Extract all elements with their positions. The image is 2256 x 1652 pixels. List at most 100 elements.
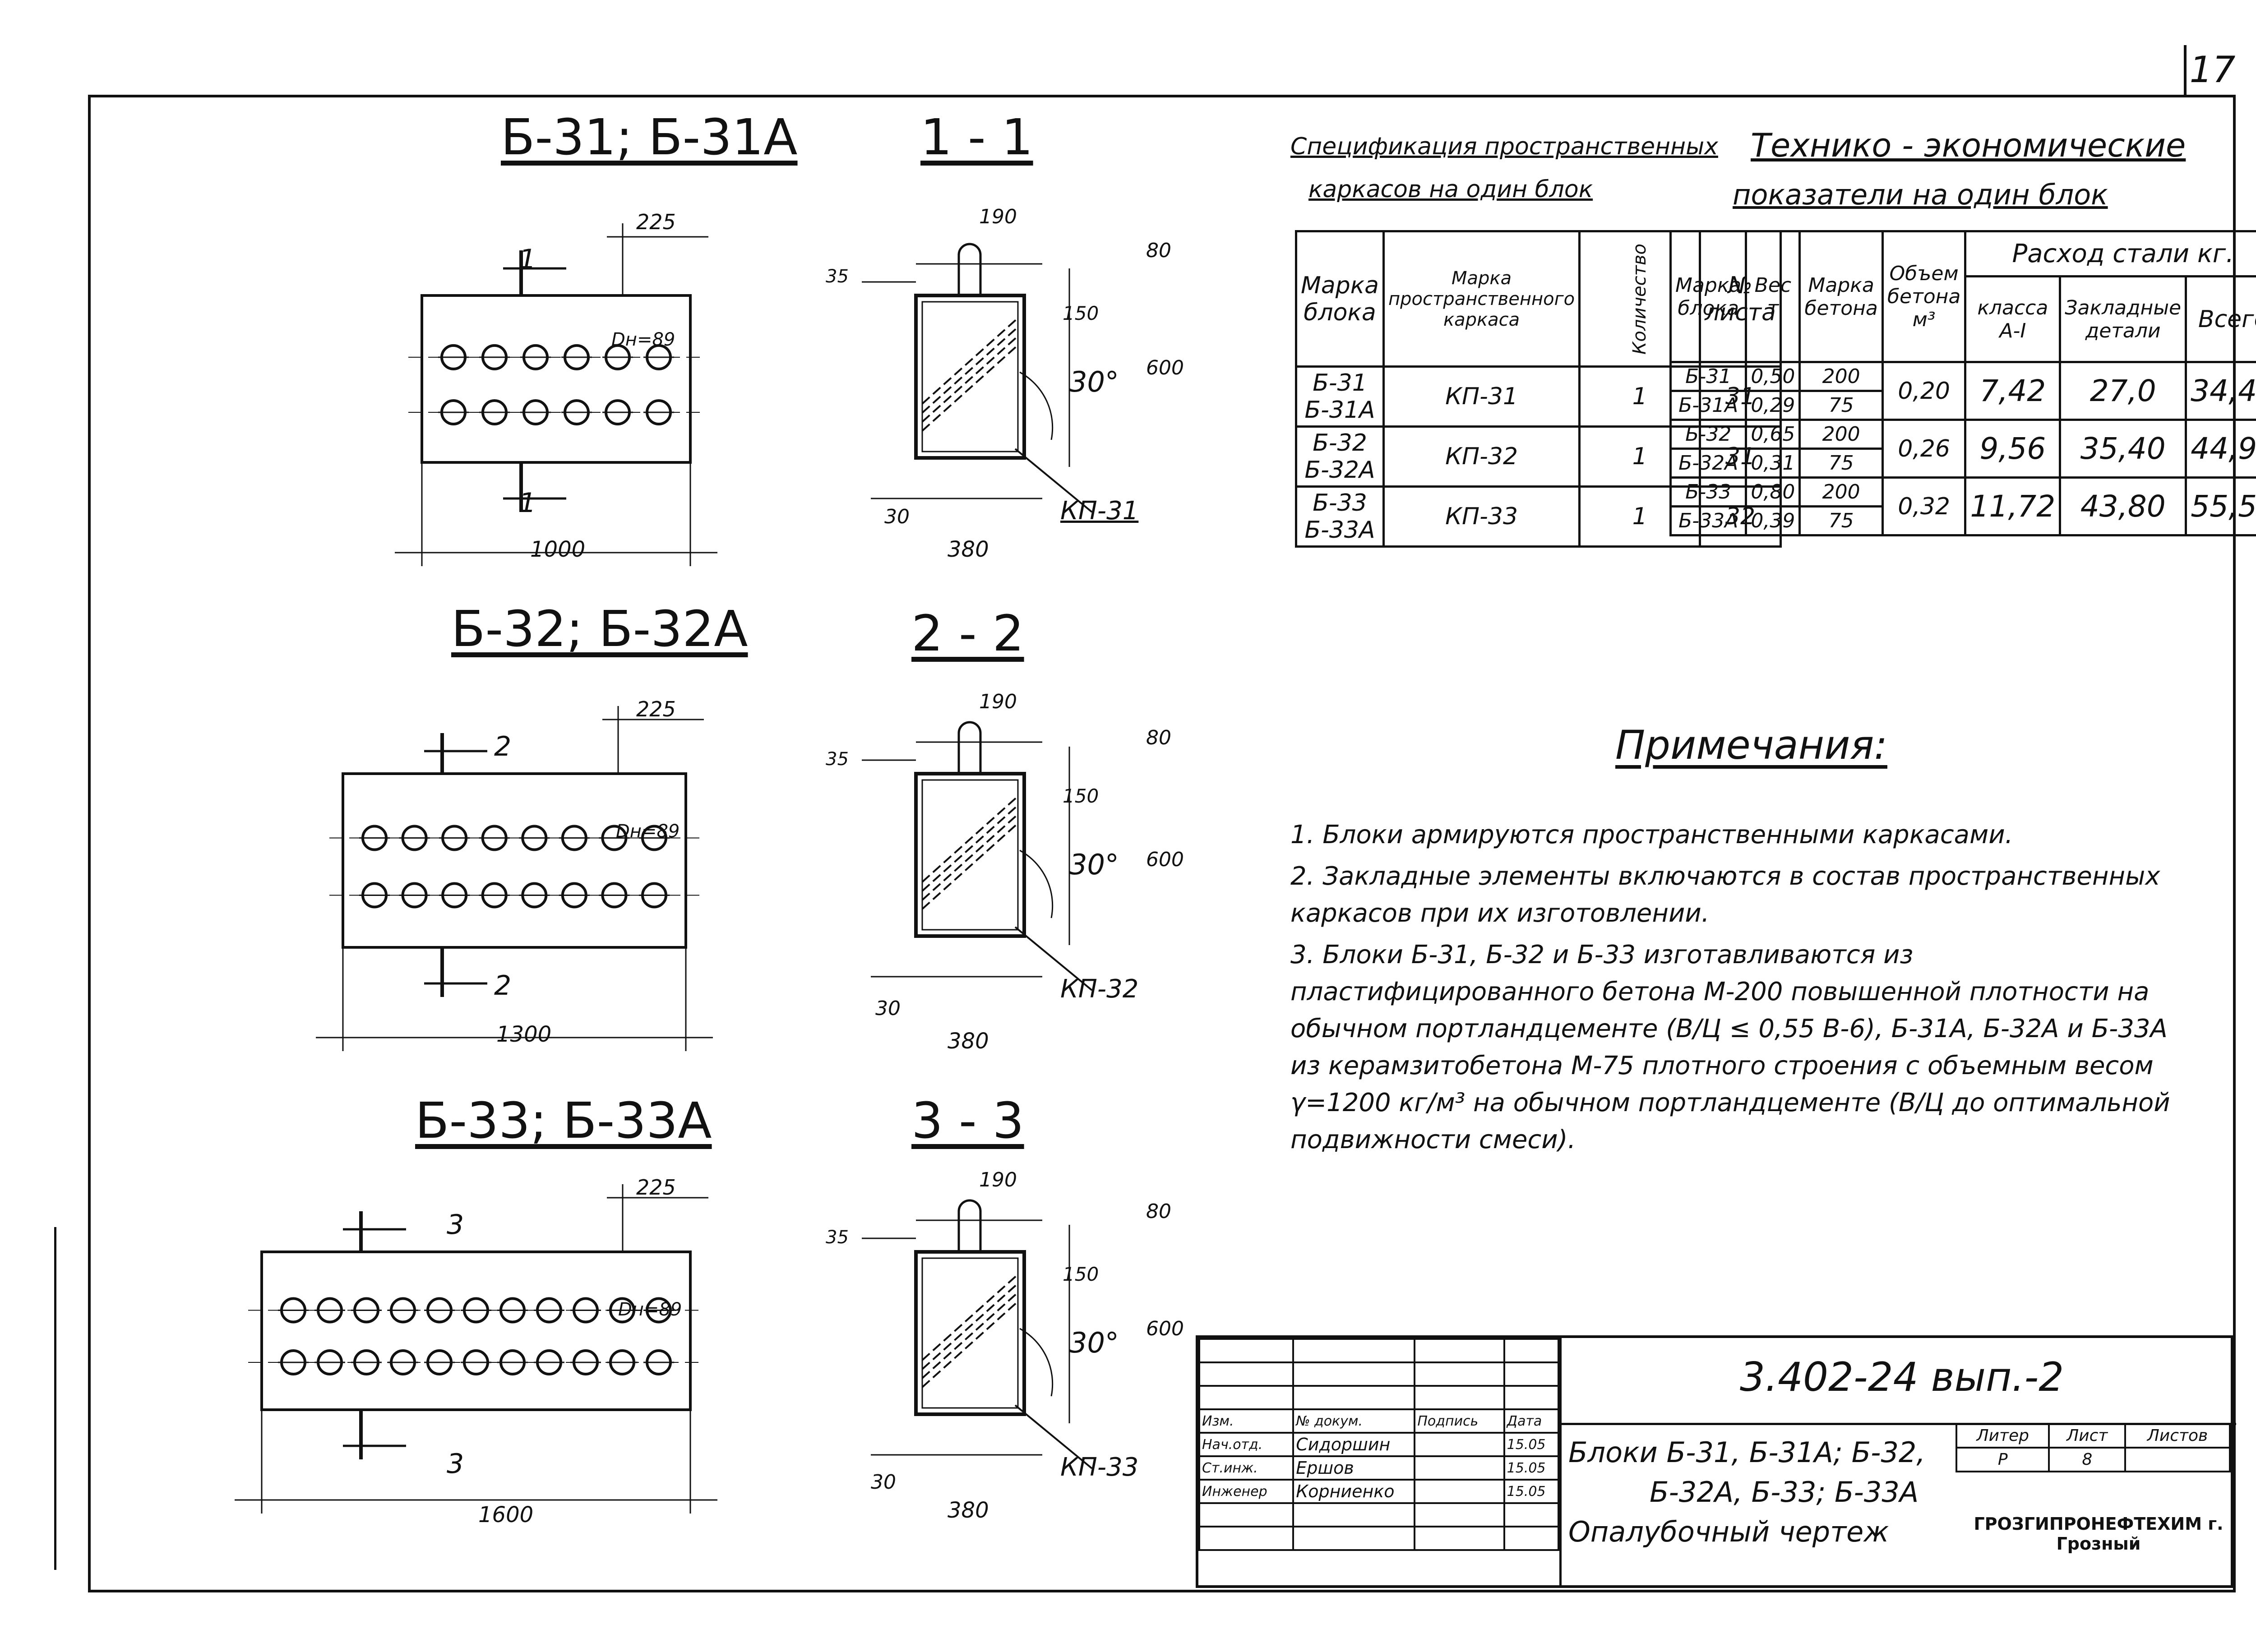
tech-h-volume: Объем бетона м³ bbox=[1881, 230, 1967, 363]
tech-h-weight: Вес т bbox=[1745, 230, 1801, 363]
inclined-bar bbox=[921, 344, 1019, 432]
sig-row: Нач.отд. Сидоршин 15.05 bbox=[1198, 1432, 1560, 1457]
sheet-info: Литер Лист Листов Р 8 bbox=[1955, 1423, 2231, 1472]
plan-outline bbox=[342, 772, 687, 949]
plan3-length: 1600 bbox=[478, 1502, 534, 1527]
tech-cell-volume: 0,32 bbox=[1881, 476, 1967, 536]
drawing-title-line: Блоки Б-31, Б-31А; Б-32, bbox=[1568, 1436, 1926, 1469]
plan2-diameter: Dн=89 bbox=[616, 821, 680, 842]
inclined-bar bbox=[921, 795, 1019, 883]
sig-row: Инженер Корниенко 15.05 bbox=[1198, 1479, 1560, 1504]
sec2-angle-len: 150 bbox=[1063, 785, 1099, 807]
plan-title-1: Б-31; Б-31А bbox=[501, 108, 798, 166]
sec3-top: 190 bbox=[979, 1168, 1017, 1191]
sec1-left-top: 35 bbox=[826, 266, 849, 287]
tech-cell-weight: 0,31 bbox=[1745, 448, 1801, 479]
signatures-grid: Изм. № докум. Подпись Дата Нач.отд. Сидо… bbox=[1198, 1338, 1560, 1551]
tech-row: Б-32А 0,31 75 bbox=[1669, 448, 2256, 479]
spec-cell-mark: Б-32 Б-32А bbox=[1294, 425, 1385, 488]
sec2-bottom-left: 30 bbox=[875, 997, 901, 1020]
sec1-width: 380 bbox=[948, 537, 989, 562]
tech-cell-embedded: 35,40 bbox=[2059, 419, 2187, 479]
sig-role: Ст.инж. bbox=[1198, 1455, 1294, 1481]
spec-h-frame: Марка пространственного каркаса bbox=[1382, 230, 1581, 368]
page-number: 17 bbox=[2184, 45, 2238, 95]
sig-name: № докум. bbox=[1292, 1408, 1416, 1434]
tech-h-total: Всего bbox=[2185, 275, 2256, 363]
sec3-angle-len: 150 bbox=[1063, 1263, 1099, 1285]
note-item: 2. Закладные элементы включаются в соста… bbox=[1290, 862, 2160, 928]
sig-name: Сидоршин bbox=[1292, 1432, 1416, 1457]
sec3-cover: 80 bbox=[1146, 1200, 1171, 1223]
angle-arc bbox=[1019, 371, 1054, 440]
plan3-edge: 225 bbox=[636, 1175, 676, 1200]
tech-cell-concrete: 200 bbox=[1798, 419, 1884, 450]
plan-title-3: Б-33; Б-33А bbox=[415, 1092, 712, 1149]
tech-cell-class: 9,56 bbox=[1964, 419, 2062, 479]
sig-date: 15.05 bbox=[1503, 1432, 1560, 1457]
sec1-bottom-left: 30 bbox=[884, 505, 910, 528]
notes-list: 1. Блоки армируются пространственными ка… bbox=[1290, 817, 2188, 1163]
sleeve-pipe bbox=[957, 721, 982, 774]
plan2-cut-bottom: 2 bbox=[494, 970, 512, 1001]
sheets-label: Листов bbox=[2124, 1423, 2231, 1449]
tech-row: Б-32 0,65 200 0,26 9,56 35,40 44,96 bbox=[1669, 419, 2256, 479]
spec-cell-mark: Б-33 Б-33А bbox=[1294, 485, 1385, 548]
plan-outline bbox=[421, 294, 692, 464]
section-title-3: 3 - 3 bbox=[911, 1092, 1024, 1149]
spec-caption-2: каркасов на один блок bbox=[1308, 176, 1593, 203]
spec-cell-frame: КП-33 bbox=[1382, 485, 1581, 548]
angle-arc bbox=[1019, 1328, 1054, 1397]
organization: ГРОЗГИПРОНЕФТЕХИМ г. Грозный bbox=[1974, 1514, 2224, 1554]
tech-h-class: класса А-I bbox=[1964, 275, 2062, 363]
note-item: 3. Блоки Б-31, Б-32 и Б-33 изготавливают… bbox=[1290, 940, 2170, 1154]
sig-role: Инженер bbox=[1198, 1479, 1294, 1504]
plan2-edge: 225 bbox=[636, 697, 676, 721]
leader-line bbox=[1014, 1404, 1093, 1469]
sec3-left-top: 35 bbox=[826, 1227, 849, 1248]
sig-sign: Подпись bbox=[1414, 1408, 1505, 1434]
sec3-width: 380 bbox=[948, 1498, 989, 1523]
plan3-cut-bottom: 3 bbox=[447, 1448, 464, 1480]
sig-role: Нач.отд. bbox=[1198, 1432, 1294, 1457]
section-title-2: 2 - 2 bbox=[911, 605, 1024, 662]
inclined-bar bbox=[921, 317, 1019, 405]
sec2-left-top: 35 bbox=[826, 749, 849, 770]
tech-cell-volume: 0,20 bbox=[1881, 361, 1967, 421]
tech-cell-weight: 0,65 bbox=[1745, 419, 1801, 450]
sec1-angle: 30° bbox=[1069, 365, 1119, 398]
sec3-angle: 30° bbox=[1069, 1326, 1119, 1359]
tech-cell-mark: Б-31А bbox=[1669, 390, 1747, 421]
reinforcement-frame bbox=[921, 779, 1019, 931]
sec3-bottom-left: 30 bbox=[871, 1471, 896, 1494]
tech-row: Б-33А 0,39 75 bbox=[1669, 505, 2256, 536]
sleeve-pipe bbox=[957, 1199, 982, 1252]
sheets-value bbox=[2124, 1447, 2231, 1472]
plan2-cut-top: 2 bbox=[494, 731, 512, 762]
drawing-title: Блоки Б-31, Б-31А; Б-32, Б-32А, Б-33; Б-… bbox=[1568, 1433, 1952, 1552]
sig-date: Дата bbox=[1503, 1408, 1560, 1434]
sec2-top: 190 bbox=[979, 690, 1017, 713]
tech-cell-mark: Б-32 bbox=[1669, 419, 1747, 450]
tech-row: Б-31 0,50 200 0,20 7,42 27,0 34,42 bbox=[1669, 361, 2256, 421]
section-outline bbox=[914, 772, 1026, 938]
sec2-height: 600 bbox=[1146, 848, 1184, 871]
sig-role: Изм. bbox=[1198, 1408, 1294, 1434]
sleeve-pipe bbox=[957, 243, 982, 295]
spec-cell-mark: Б-31 Б-31А bbox=[1294, 365, 1385, 428]
note-item: 1. Блоки армируются пространственными ка… bbox=[1290, 820, 2013, 849]
side-stamp-strip bbox=[9, 1227, 56, 1570]
drawing-title-line: Б-32А, Б-33; Б-33А bbox=[1650, 1476, 1919, 1509]
inclined-bar bbox=[921, 1283, 1019, 1370]
inclined-bar bbox=[921, 335, 1019, 423]
tech-cell-concrete: 200 bbox=[1798, 361, 1884, 392]
sheet-value: 8 bbox=[2048, 1447, 2127, 1472]
sig-sign bbox=[1414, 1432, 1505, 1457]
tech-cell-mark: Б-32А bbox=[1669, 448, 1747, 479]
sec2-width: 380 bbox=[948, 1029, 989, 1054]
tech-cell-embedded: 43,80 bbox=[2059, 476, 2187, 536]
sec2-cover: 80 bbox=[1146, 726, 1171, 749]
sig-name: Ершов bbox=[1292, 1455, 1416, 1481]
tech-caption-1: Технико - экономические bbox=[1751, 126, 2186, 164]
